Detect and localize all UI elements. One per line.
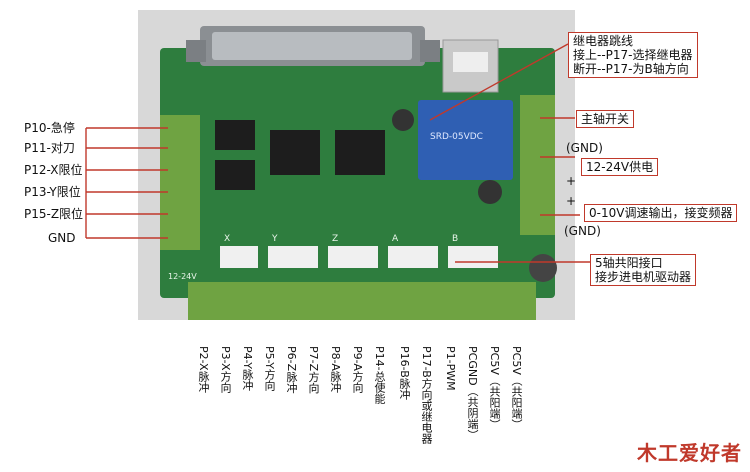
spindle-switch-note: 主轴开关 bbox=[576, 110, 635, 128]
axis-interface-note: 5轴共阳接口 接步进电机驱动器 bbox=[590, 254, 697, 286]
relay-jumper-note: 继电器跳线 接上--P17-选择继电器 断开--P17-为B轴方向 bbox=[568, 32, 698, 78]
connector-label: A bbox=[392, 234, 399, 244]
connector-label: Z bbox=[332, 234, 339, 244]
site-logo: 木工爱好者 bbox=[637, 441, 742, 465]
bottom-label: P14-总使能 bbox=[373, 346, 386, 404]
relay-line2: 断开--P17-为B轴方向 bbox=[573, 62, 689, 76]
bottom-label: P8-A脉冲 bbox=[329, 346, 342, 393]
plus-sign: + bbox=[566, 174, 577, 188]
bottom-label: PCGND（共阴端） bbox=[466, 346, 479, 441]
label-p10: P10-急停 bbox=[24, 121, 75, 135]
label-p11: P11-对刀 bbox=[24, 141, 75, 155]
label-gnd: GND bbox=[48, 231, 76, 245]
connector-label: Y bbox=[272, 234, 278, 244]
label-p15: P15-Z限位 bbox=[24, 207, 84, 221]
bottom-label: P2-X脉冲 bbox=[197, 346, 210, 393]
bottom-label: P17-B方向或继电器 bbox=[420, 346, 433, 444]
speed-output-note: 0-10V调速输出，接变频器 bbox=[584, 204, 738, 222]
bottom-label: P7-Z方向 bbox=[307, 346, 320, 394]
axis-line1: 5轴共阳接口 bbox=[595, 256, 663, 270]
relay-title: 继电器跳线 bbox=[573, 34, 634, 48]
gnd-bottom: (GND) bbox=[564, 224, 601, 238]
gnd-top: (GND) bbox=[566, 141, 603, 155]
label-p13: P13-Y限位 bbox=[24, 185, 81, 199]
bottom-label: P9-A方向 bbox=[351, 346, 364, 393]
power-note: 12-24V供电 bbox=[581, 158, 659, 176]
relay-line1: 接上--P17-选择继电器 bbox=[573, 48, 693, 62]
connector-label: X bbox=[224, 234, 231, 244]
power-silkscreen: 12-24V bbox=[168, 272, 197, 281]
connector-label: B bbox=[452, 234, 459, 244]
bottom-label: P4-Y脉冲 bbox=[241, 346, 254, 392]
bottom-label: P5-Y方向 bbox=[263, 346, 276, 392]
bottom-label: P1-PWM bbox=[444, 346, 457, 391]
bottom-label: PC5V（共阳端） bbox=[488, 346, 501, 430]
bottom-label: P6-Z脉冲 bbox=[285, 346, 298, 394]
axis-line2: 接步进电机驱动器 bbox=[595, 270, 692, 284]
relay-text: SRD-05VDC bbox=[430, 132, 483, 142]
plus-sign: + bbox=[566, 194, 577, 208]
bottom-label: PC5V（共阳端） bbox=[510, 346, 523, 430]
bottom-label: P3-X方向 bbox=[219, 346, 232, 393]
bottom-label: P16-B脉冲 bbox=[398, 346, 411, 400]
label-p12: P12-X限位 bbox=[24, 163, 83, 177]
